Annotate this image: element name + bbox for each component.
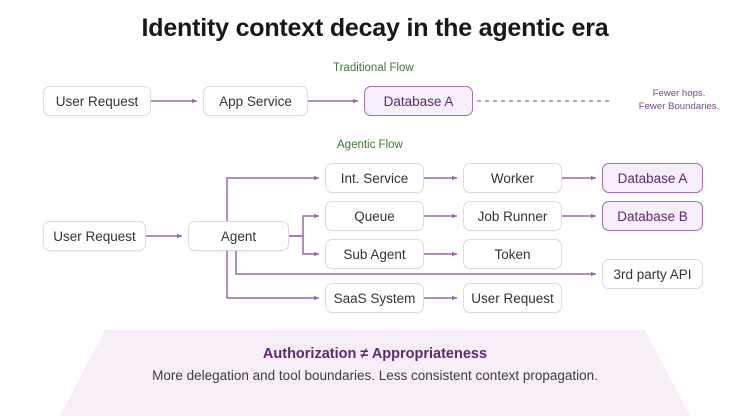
- node-agentic-user-request[interactable]: User Request: [43, 221, 146, 251]
- node-label: User Request: [55, 93, 139, 109]
- node-database-b[interactable]: Database B: [602, 201, 703, 231]
- agentic-flow-label: Agentic Flow: [337, 139, 403, 151]
- node-token[interactable]: Token: [463, 239, 562, 269]
- node-worker[interactable]: Worker: [463, 163, 562, 193]
- node-label: App Service: [219, 93, 292, 109]
- page-title: Identity context decay in the agentic er…: [141, 14, 609, 42]
- wire-agent-to-third-party: [235, 251, 597, 277]
- node-queue[interactable]: Queue: [325, 201, 424, 231]
- wire-agent-to-sub-agent: [289, 235, 320, 257]
- node-label: Database A: [383, 93, 454, 109]
- node-label: Database B: [617, 208, 688, 224]
- annotation-line-1: Fewer hops.: [652, 88, 706, 99]
- node-saas-system[interactable]: SaaS System: [325, 283, 424, 313]
- summary-banner: Authorization ≠ Appropriateness More del…: [60, 330, 690, 416]
- node-label: User Request: [53, 228, 136, 244]
- traditional-flow-label: Traditional Flow: [333, 62, 414, 74]
- node-int-service[interactable]: Int. Service: [325, 163, 424, 193]
- node-label: Token: [494, 246, 531, 262]
- node-label: Worker: [490, 170, 535, 186]
- node-label: SaaS System: [333, 290, 416, 306]
- node-agent[interactable]: Agent: [188, 221, 289, 251]
- wire-agent-to-saas: [226, 236, 320, 301]
- node-user-request-end[interactable]: User Request: [463, 283, 562, 313]
- node-label: Sub Agent: [343, 246, 406, 262]
- node-trad-user-request[interactable]: User Request: [43, 86, 151, 116]
- wire-agent-to-int-service: [226, 175, 320, 236]
- banner-subtitle: More delegation and tool boundaries. Les…: [152, 368, 598, 383]
- node-trad-app-service[interactable]: App Service: [203, 86, 308, 116]
- node-sub-agent[interactable]: Sub Agent: [325, 239, 424, 269]
- node-job-runner[interactable]: Job Runner: [463, 201, 562, 231]
- banner-title: Authorization ≠ Appropriateness: [262, 346, 488, 362]
- node-label: Job Runner: [477, 208, 548, 224]
- node-label: Database A: [617, 170, 688, 186]
- node-label: Agent: [220, 228, 257, 244]
- wire-agent-to-queue: [289, 213, 320, 237]
- node-label: User Request: [471, 290, 554, 306]
- node-label: Int. Service: [340, 170, 409, 186]
- traditional-flow-annotation: Fewer hops. Fewer Boundaries.: [614, 88, 744, 113]
- annotation-line-2: Fewer Boundaries.: [638, 100, 720, 112]
- node-database-a[interactable]: Database A: [602, 163, 703, 193]
- node-label: 3rd party API: [613, 266, 692, 282]
- node-label: Queue: [354, 208, 395, 224]
- node-third-party-api[interactable]: 3rd party API: [602, 259, 703, 289]
- node-trad-database-a[interactable]: Database A: [364, 86, 473, 116]
